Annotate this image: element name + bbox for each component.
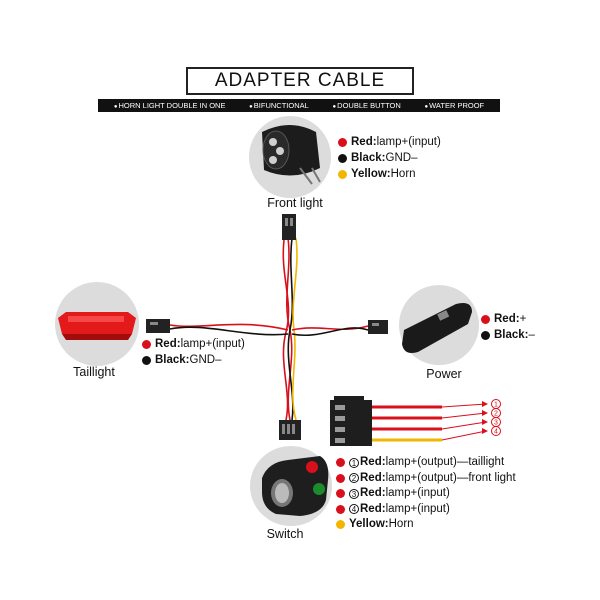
- feature-bar: HORN LIGHT DOUBLE IN ONE BIFUNCTIONAL DO…: [98, 99, 500, 112]
- legend-row: Black:GND–: [338, 150, 441, 166]
- power-connector: [368, 320, 388, 334]
- pin-number: 3: [349, 488, 359, 499]
- pin-number: 4: [349, 504, 359, 515]
- wire-color-dot: [336, 504, 345, 514]
- legend-row: Red:lamp+(input): [338, 134, 441, 150]
- wire-color-dot: [142, 355, 151, 365]
- wire-color-dot: [142, 339, 151, 349]
- feature-item: WATER PROOF: [425, 101, 484, 110]
- feature-item: HORN LIGHT DOUBLE IN ONE: [114, 101, 225, 110]
- wire-color-dot: [338, 169, 347, 179]
- front-light-lamp-icon: [262, 125, 321, 185]
- switch-body-icon: [262, 456, 329, 516]
- front-light-legend: Red:lamp+(input) Black:GND– Yellow:Horn: [338, 134, 441, 182]
- power-caption: Power: [426, 367, 462, 381]
- wire-color-dot: [481, 330, 490, 340]
- pin-number: 4: [494, 429, 498, 436]
- wire-color-dot: [336, 489, 345, 499]
- wire-color-dot: [336, 458, 345, 468]
- pin-number: 3: [494, 420, 498, 427]
- main-harness: [169, 237, 369, 421]
- legend-row: Yellow:Horn: [338, 166, 441, 182]
- pin-number: 2: [349, 473, 359, 484]
- pin-number-labels: 1 2 3 4: [491, 399, 501, 436]
- power-legend: Red:+ Black:–: [481, 311, 535, 343]
- diagram-title: ADAPTER CABLE: [186, 67, 414, 95]
- front-light-connector: [282, 214, 296, 240]
- legend-row: Black:GND–: [142, 352, 245, 368]
- legend-row: Red:lamp+(input): [142, 336, 245, 352]
- pin-number: 2: [494, 411, 498, 418]
- taillight-lens-icon: [58, 312, 136, 340]
- taillight-legend: Red:lamp+(input) Black:GND–: [142, 336, 245, 368]
- power-pack-icon: [402, 303, 472, 353]
- pin-number: 1: [494, 402, 498, 409]
- front-light-caption: Front light: [267, 196, 323, 210]
- wire-color-dot: [481, 314, 490, 324]
- taillight-caption: Taillight: [73, 365, 115, 379]
- connector-detail-icon: [330, 396, 488, 446]
- wire-color-dot: [336, 520, 345, 530]
- wire-color-dot: [338, 153, 347, 163]
- legend-row: Black:–: [481, 327, 535, 343]
- legend-row: Yellow:Horn: [336, 517, 516, 533]
- wire-color-dot: [338, 137, 347, 147]
- switch-caption: Switch: [266, 527, 304, 541]
- feature-item: DOUBLE BUTTON: [333, 101, 401, 110]
- feature-item: BIFUNCTIONAL: [249, 101, 309, 110]
- taillight-connector: [146, 319, 170, 333]
- pin-number: 1: [349, 457, 359, 468]
- legend-row: Red:+: [481, 311, 535, 327]
- wire-color-dot: [336, 473, 345, 483]
